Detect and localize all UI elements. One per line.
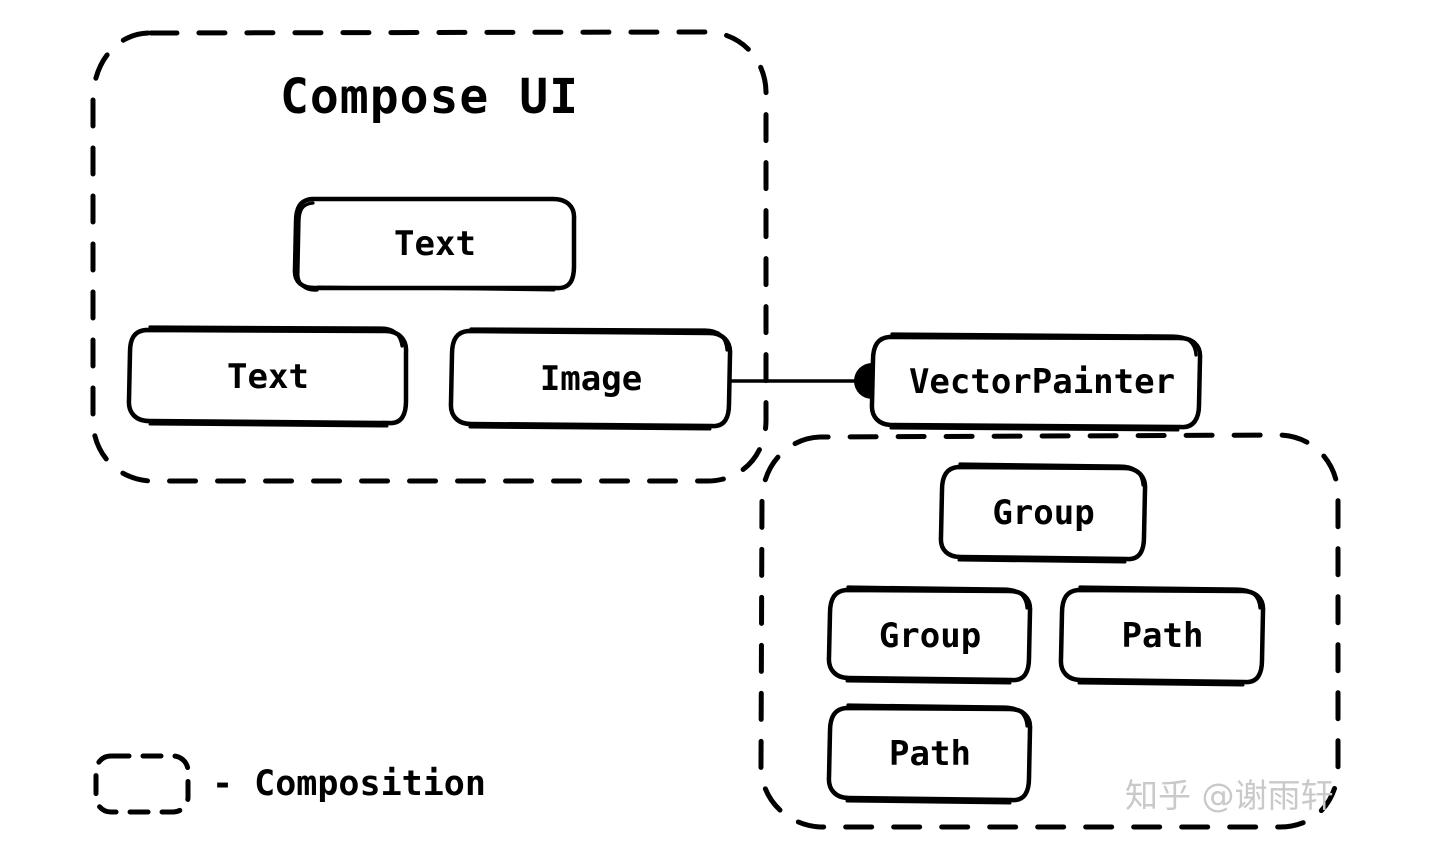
legend-composition-swatch	[93, 753, 191, 815]
connector-image-to-vectorpainter	[729, 363, 890, 399]
watermark: 知乎 @谢雨轩	[1125, 776, 1334, 815]
node-label-text-top: Text	[394, 223, 476, 264]
node-text-bottom[interactable]	[130, 331, 406, 423]
node-label-group-mid: Group	[878, 615, 982, 656]
node-label-path-mid: Path	[1121, 616, 1204, 656]
node-group-top[interactable]	[942, 468, 1145, 558]
node-label-text-bottom: Text	[227, 357, 309, 397]
node-text-top-shape	[292, 196, 577, 292]
legend-item-composition[interactable]	[96, 756, 516, 812]
node-image-shape	[448, 327, 733, 431]
node-label-path-bottom: Path	[889, 734, 971, 774]
node-vectorpainter-shape	[869, 332, 1203, 432]
node-path-mid-shape	[1058, 585, 1266, 687]
page-title: Compose UI	[280, 69, 579, 125]
node-vectorpainter[interactable]	[873, 337, 1200, 426]
legend-label: - Composition	[212, 764, 486, 804]
node-group-mid[interactable]	[830, 591, 1030, 680]
node-path-bottom[interactable]	[830, 709, 1030, 799]
node-path-mid[interactable]	[1062, 591, 1263, 681]
node-group-top-shape	[938, 462, 1148, 564]
node-label-group-top: Group	[992, 493, 1095, 533]
node-image[interactable]	[452, 333, 730, 425]
node-text-bottom-shape	[126, 325, 409, 428]
compose-ui-composition-boundary	[90, 29, 769, 484]
node-label-vectorpainter: VectorPainter	[908, 361, 1176, 402]
node-path-bottom-shape	[826, 703, 1033, 805]
node-group-mid-shape	[826, 585, 1033, 685]
node-label-image: Image	[539, 359, 643, 399]
vector-painter-composition-boundary	[758, 432, 1341, 830]
node-text-top[interactable]	[296, 199, 574, 288]
